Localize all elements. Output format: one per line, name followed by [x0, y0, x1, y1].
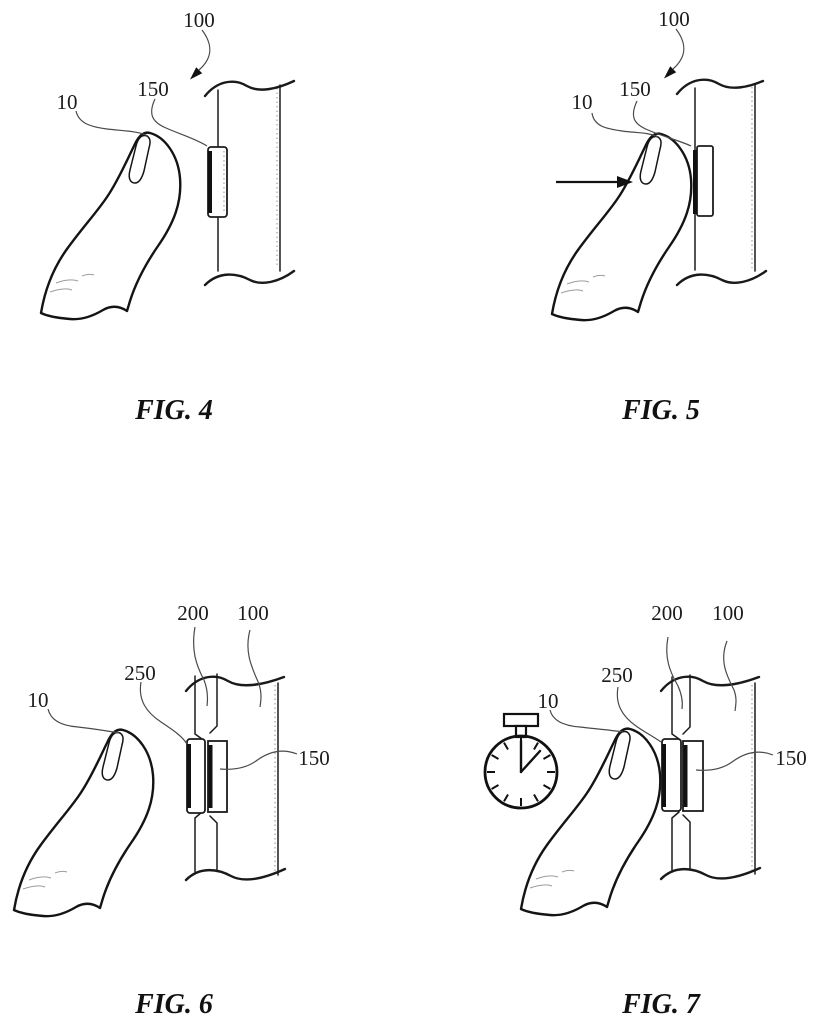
stopwatch-dial	[483, 734, 559, 810]
ref-label-200: 200	[651, 601, 683, 625]
device-bottom-break-line	[675, 269, 768, 287]
ref-label-100: 100	[658, 7, 690, 31]
leader-line-250	[139, 681, 188, 745]
finger-illustration	[12, 728, 155, 918]
leader-line-150	[695, 751, 774, 771]
figure-caption-5: FIG. 5	[621, 395, 700, 426]
figure-caption-6: FIG. 6	[134, 989, 213, 1020]
band-back-edge-line	[209, 673, 218, 871]
band-back-edge-line	[682, 674, 691, 871]
ref-label-10: 10	[28, 688, 49, 712]
figure-caption-7: FIG. 7	[621, 989, 701, 1020]
pointer-arrowhead-100	[664, 66, 677, 79]
finger-illustration	[550, 132, 693, 322]
curved-arrow-icon	[190, 29, 211, 80]
side-button-pressed	[696, 145, 714, 217]
leader-line-10	[549, 709, 624, 733]
pointer-arrowhead-100	[190, 67, 203, 80]
ref-label-150: 150	[775, 746, 807, 770]
leader-line-10	[47, 708, 120, 734]
figure-caption-4: FIG. 4	[134, 395, 213, 426]
leader-line-200	[666, 636, 683, 710]
ref-label-10: 10	[57, 90, 78, 114]
leader-line-100	[723, 640, 737, 712]
band-front-edge-line	[671, 676, 680, 873]
leader-line-150	[151, 98, 208, 147]
ref-label-100: 100	[183, 8, 215, 32]
ref-label-250: 250	[124, 661, 156, 685]
stopwatch-icon	[483, 712, 559, 810]
leader-line-250	[616, 686, 662, 743]
device-top-break-line	[203, 79, 296, 98]
figure-4: 10 150 100 FIG. 4	[39, 8, 296, 426]
ref-label-150: 150	[619, 77, 651, 101]
device-bottom-break-line	[184, 867, 287, 882]
stopwatch-crown-cap	[502, 712, 540, 728]
ref-label-100: 100	[712, 601, 744, 625]
ref-label-150: 150	[137, 77, 169, 101]
ref-label-10: 10	[538, 689, 559, 713]
leader-line-150	[219, 750, 298, 770]
right-arrow-icon	[556, 176, 633, 188]
side-button	[682, 740, 704, 812]
ref-label-200: 200	[177, 601, 209, 625]
figure-5: 10 150 100 FIG. 5	[550, 7, 768, 426]
figure-6: 200 100 250 10 150 FIG. 6	[12, 601, 330, 1020]
leader-line-10	[591, 112, 659, 138]
pointer-arrow-100-curve	[198, 29, 211, 71]
pointer-arrow-100-curve	[672, 28, 685, 70]
leader-line-200	[192, 626, 209, 707]
stopwatch-second-hand	[519, 749, 542, 774]
leader-line-100	[247, 629, 262, 708]
ref-label-250: 250	[601, 663, 633, 687]
press-arrow-head	[617, 176, 633, 188]
device-bottom-break-line	[659, 866, 762, 881]
figure-7: 200 100 250 10 150 FIG. 7	[483, 601, 807, 1020]
device-top-break-line	[659, 675, 761, 693]
leader-line-150	[632, 100, 692, 147]
leader-line-10	[75, 110, 149, 137]
curved-arrow-icon	[664, 28, 685, 79]
finger-illustration	[39, 131, 182, 321]
ref-label-10: 10	[572, 90, 593, 114]
finger-illustration	[519, 727, 662, 917]
band-front-edge-line	[194, 675, 203, 873]
ref-label-150: 150	[298, 746, 330, 770]
side-button	[207, 740, 228, 813]
device-top-break-line	[184, 675, 286, 693]
ref-label-100: 100	[237, 601, 269, 625]
device-top-break-line	[675, 78, 765, 96]
device-bottom-break-line	[203, 269, 296, 287]
